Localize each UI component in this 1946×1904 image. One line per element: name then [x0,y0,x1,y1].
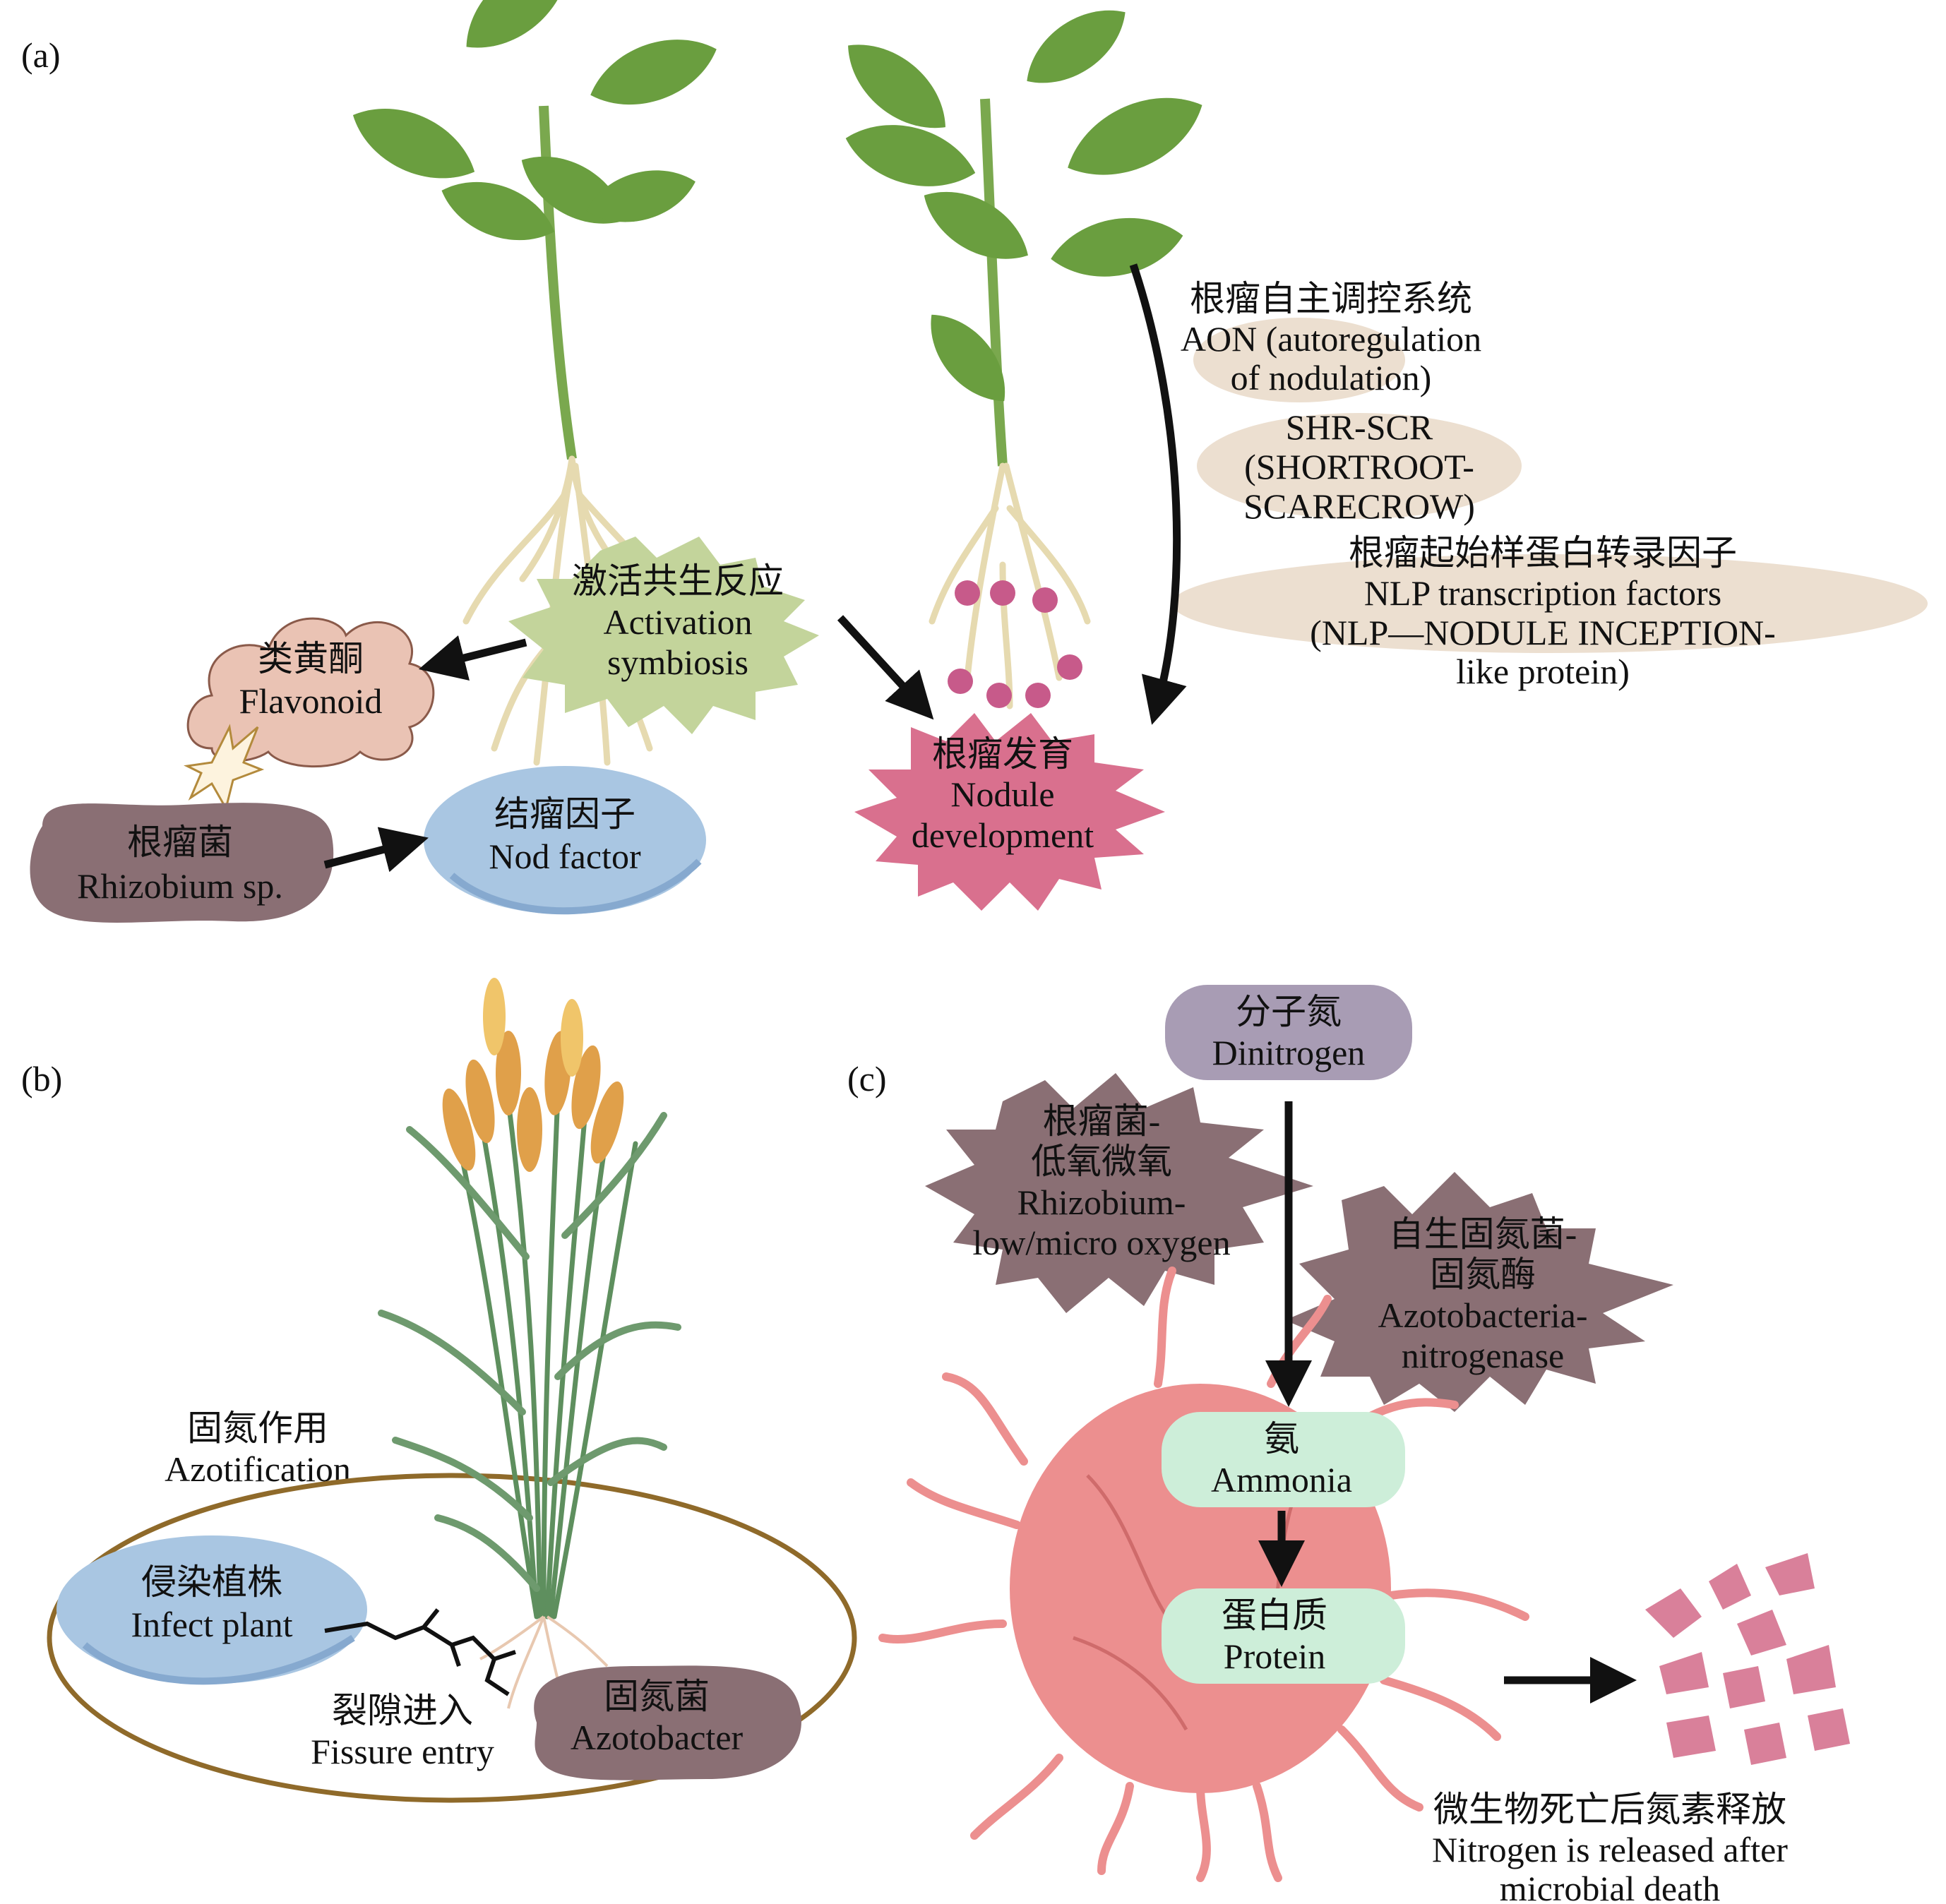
flavonoid-en: Flavonoid [239,681,383,721]
activation-en-2: symbiosis [607,642,748,682]
nlp-en-1: NLP transcription factors [1364,573,1721,613]
fissure-zh: 裂隙进入 [332,1691,473,1730]
nod-factor-en: Nod factor [489,837,641,876]
rhizobium-zh: 根瘤菌 [127,822,233,862]
release-zh: 微生物死亡后氮素释放 [1433,1790,1786,1829]
shr-line-3: SCARECROW) [1243,486,1475,526]
release-en-2: microbial death [1500,1869,1720,1904]
shr-scr-label: SHR-SCR (SHORTROOT- SCARECROW) [1197,407,1522,526]
shr-line-1: SHR-SCR [1286,407,1433,447]
rhizo-ox-en-1: Rhizobium- [1017,1182,1186,1222]
wheat-ears-icon [442,978,624,1172]
nodule-en-2: development [912,815,1094,855]
rhizobium-oxygen-burst: 根瘤菌- 低氧微氧 Rhizobium- low/micro oxygen [925,1073,1313,1313]
dinitrogen-pill: 分子氮 Dinitrogen [1165,985,1412,1080]
rhizo-ox-zh-2: 低氧微氧 [1031,1142,1172,1181]
arrow-regulation [1129,263,1187,725]
azotobacter-zh: 固氮菌 [604,1677,710,1716]
ammonia-pill: 氨 Ammonia [1162,1412,1405,1507]
aon-label: 根瘤自主调控系统 AON (autoregulation of nodulati… [1181,279,1481,402]
nlp-label: 根瘤起始样蛋白转录因子 NLP transcription factors (N… [1172,533,1928,691]
azoto-en-1: Azotobacteria- [1378,1295,1587,1335]
dinitrogen-en: Dinitrogen [1212,1033,1366,1072]
aon-en-1: AON (autoregulation [1181,319,1481,359]
azoto-en-2: nitrogenase [1402,1336,1564,1375]
fissure-entry-label: 裂隙进入 Fissure entry [311,1691,494,1771]
flavonoid-cloud: 类黄酮 Flavonoid [186,617,435,768]
nlp-zh: 根瘤起始样蛋白转录因子 [1349,533,1737,573]
fissure-en: Fissure entry [311,1732,494,1771]
protein-pill: 蛋白质 Protein [1162,1588,1405,1684]
panel-c-arrows [1258,1101,1637,1704]
protein-zh: 蛋白质 [1222,1595,1327,1635]
nod-factor-oval: 结瘤因子 Nod factor [424,766,706,915]
rhizo-ox-en-2: low/micro oxygen [972,1223,1230,1262]
root-nodules-icon [948,580,1082,708]
ammonia-en: Ammonia [1211,1460,1352,1499]
nlp-en-2: (NLP—NODULE INCEPTION- [1310,613,1776,652]
nodule-development-burst: 根瘤发育 Nodule development [854,713,1165,911]
panel-label-c: (c) [847,1059,887,1098]
azotobacteria-burst: 自生固氮菌- 固氮酶 Azotobacteria- nitrogenase [1285,1172,1673,1412]
arrow-rhizobium-to-nod [323,827,429,873]
panel-a-arrows [323,263,1187,873]
aon-en-2: of nodulation) [1231,358,1432,397]
azoto-zh-1: 自生固氮菌- [1389,1214,1577,1254]
infect-plant-oval: 侵染植株 Infect plant [56,1535,367,1685]
spark-icon [184,724,265,811]
activation-en-1: Activation [603,602,752,642]
infect-zh: 侵染植株 [141,1562,282,1602]
rhizobium-bubble: 根瘤菌 Rhizobium sp. [30,803,334,923]
fissure-crack-icon [324,1608,516,1696]
shr-line-2: (SHORTROOT- [1244,447,1474,486]
ammonia-zh: 氨 [1264,1419,1299,1459]
flavonoid-zh: 类黄酮 [258,639,364,678]
cell-fragments-icon [1645,1553,1850,1765]
activation-zh: 激活共生反应 [572,561,784,601]
aon-zh: 根瘤自主调控系统 [1190,279,1472,318]
arrow-to-nodule [837,615,934,720]
nodule-en-1: Nodule [950,774,1054,814]
infect-en: Infect plant [131,1605,292,1644]
protein-en: Protein [1224,1636,1325,1676]
dinitrogen-zh: 分子氮 [1236,992,1342,1031]
panel-label-b: (b) [21,1059,62,1098]
rhizo-ox-zh-1: 根瘤菌- [1043,1101,1161,1141]
azotification-label: 固氮作用 Azotification [165,1408,351,1489]
azotobacter-en: Azotobacter [571,1718,744,1757]
arrow-to-flavonoid [418,635,527,681]
panel-label-a: (a) [21,35,61,75]
release-label: 微生物死亡后氮素释放 Nitrogen is released after mi… [1432,1790,1788,1904]
nodule-zh: 根瘤发育 [932,734,1073,774]
release-en-1: Nitrogen is released after [1432,1830,1788,1869]
azoto-zh-2: 固氮酶 [1430,1255,1536,1294]
azotification-zh: 固氮作用 [187,1408,328,1448]
azotobacter-bubble: 固氮菌 Azotobacter [534,1665,801,1780]
rhizobium-en: Rhizobium sp. [77,866,283,906]
nod-factor-zh: 结瘤因子 [494,794,635,834]
legume-plant-right-icon [830,0,1216,709]
soil-ellipse [47,1473,857,1803]
activation-symbiosis-burst: 激活共生反应 Activation symbiosis [508,537,819,734]
wheat-plant-icon [378,978,681,1709]
nlp-en-3: like protein) [1456,652,1630,691]
